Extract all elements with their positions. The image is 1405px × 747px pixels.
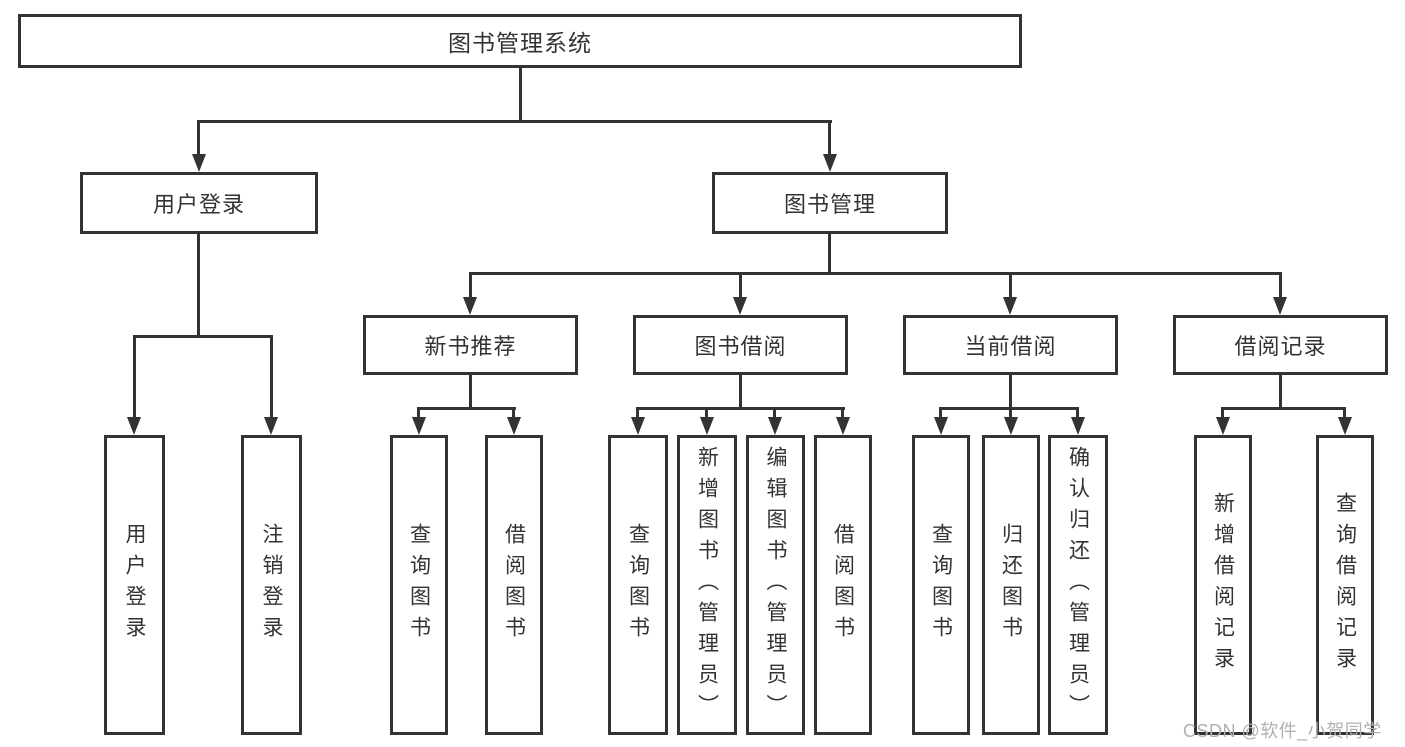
arrow-down-icon (631, 417, 645, 435)
leaf-borrow-book: 借阅图书 (814, 435, 872, 735)
connector-drop-leaf (939, 407, 942, 421)
connector-drop-leaf (1076, 407, 1079, 421)
leaf-edit-book-admin: 编辑图书（管理员） (746, 435, 805, 735)
connector-branch (636, 407, 845, 410)
node-current-borrow: 当前借阅 (903, 315, 1118, 375)
arrow-down-icon (192, 154, 206, 172)
leaf-confirm-return-admin: 确认归还（管理员） (1048, 435, 1108, 735)
connector-drop-book-management (828, 120, 831, 156)
connector-stem (1279, 375, 1282, 407)
leaf-add-borrow-record: 新增借阅记录 (1194, 435, 1252, 735)
node-user-login: 用户登录 (80, 172, 318, 234)
arrow-down-icon (507, 417, 521, 435)
arrow-down-icon (1071, 417, 1085, 435)
connector-user-login-stem (197, 234, 200, 335)
leaf-user-login: 用户登录 (104, 435, 165, 735)
leaf-query-borrow-record: 查询借阅记录 (1316, 435, 1374, 735)
arrow-down-icon (823, 154, 837, 172)
csdn-watermark: CSDN @软件_小贺同学 (1183, 721, 1382, 741)
arrow-down-icon (264, 417, 278, 435)
arrow-down-icon (463, 297, 477, 315)
node-new-book-recommend: 新书推荐 (363, 315, 578, 375)
connector-root-branch (198, 120, 832, 123)
connector-drop-leaf (773, 407, 776, 421)
arrow-down-icon (1216, 417, 1230, 435)
node-book-management: 图书管理 (712, 172, 948, 234)
arrow-down-icon (127, 417, 141, 435)
arrow-down-icon (1273, 297, 1287, 315)
leaf-borrow-book: 借阅图书 (485, 435, 543, 735)
connector-drop-leaf (1343, 407, 1346, 421)
arrow-down-icon (700, 417, 714, 435)
arrow-down-icon (733, 297, 747, 315)
connector-branch (1221, 407, 1346, 410)
connector-user-login-branch (133, 335, 273, 338)
arrow-down-icon (1004, 417, 1018, 435)
connector-drop-leaf (133, 335, 136, 419)
arrow-down-icon (836, 417, 850, 435)
connector-drop-leaf (636, 407, 639, 421)
leaf-return-book: 归还图书 (982, 435, 1040, 735)
connector-drop-borrow-records (1279, 272, 1282, 299)
arrow-down-icon (1003, 297, 1017, 315)
connector-stem (739, 375, 742, 407)
connector-drop-leaf (512, 407, 515, 421)
connector-drop-leaf (1009, 407, 1012, 421)
connector-stem (469, 375, 472, 407)
connector-drop-leaf (1221, 407, 1224, 421)
leaf-query-books: 查询图书 (608, 435, 668, 735)
leaf-query-books: 查询图书 (912, 435, 970, 735)
connector-root-stem (519, 68, 522, 120)
connector-drop-leaf (705, 407, 708, 421)
arrow-down-icon (412, 417, 426, 435)
connector-book-mgmt-stem (828, 234, 831, 272)
leaf-add-book-admin: 新增图书（管理员） (677, 435, 737, 735)
node-borrow-records: 借阅记录 (1173, 315, 1388, 375)
connector-drop-leaf (841, 407, 844, 421)
connector-drop-current-borrow (1009, 272, 1012, 299)
leaf-query-books: 查询图书 (390, 435, 448, 735)
arrow-down-icon (934, 417, 948, 435)
connector-drop-leaf (270, 335, 273, 419)
connector-book-mgmt-branch (469, 272, 1282, 275)
arrow-down-icon (1338, 417, 1352, 435)
connector-drop-leaf (417, 407, 420, 421)
node-library-system: 图书管理系统 (18, 14, 1022, 68)
arrow-down-icon (768, 417, 782, 435)
connector-drop-new-book (469, 272, 472, 299)
connector-drop-book-borrow (739, 272, 742, 299)
connector-stem (1009, 375, 1012, 407)
connector-drop-user-login (197, 120, 200, 156)
leaf-logout: 注销登录 (241, 435, 302, 735)
node-book-borrow: 图书借阅 (633, 315, 848, 375)
connector-branch (417, 407, 516, 410)
